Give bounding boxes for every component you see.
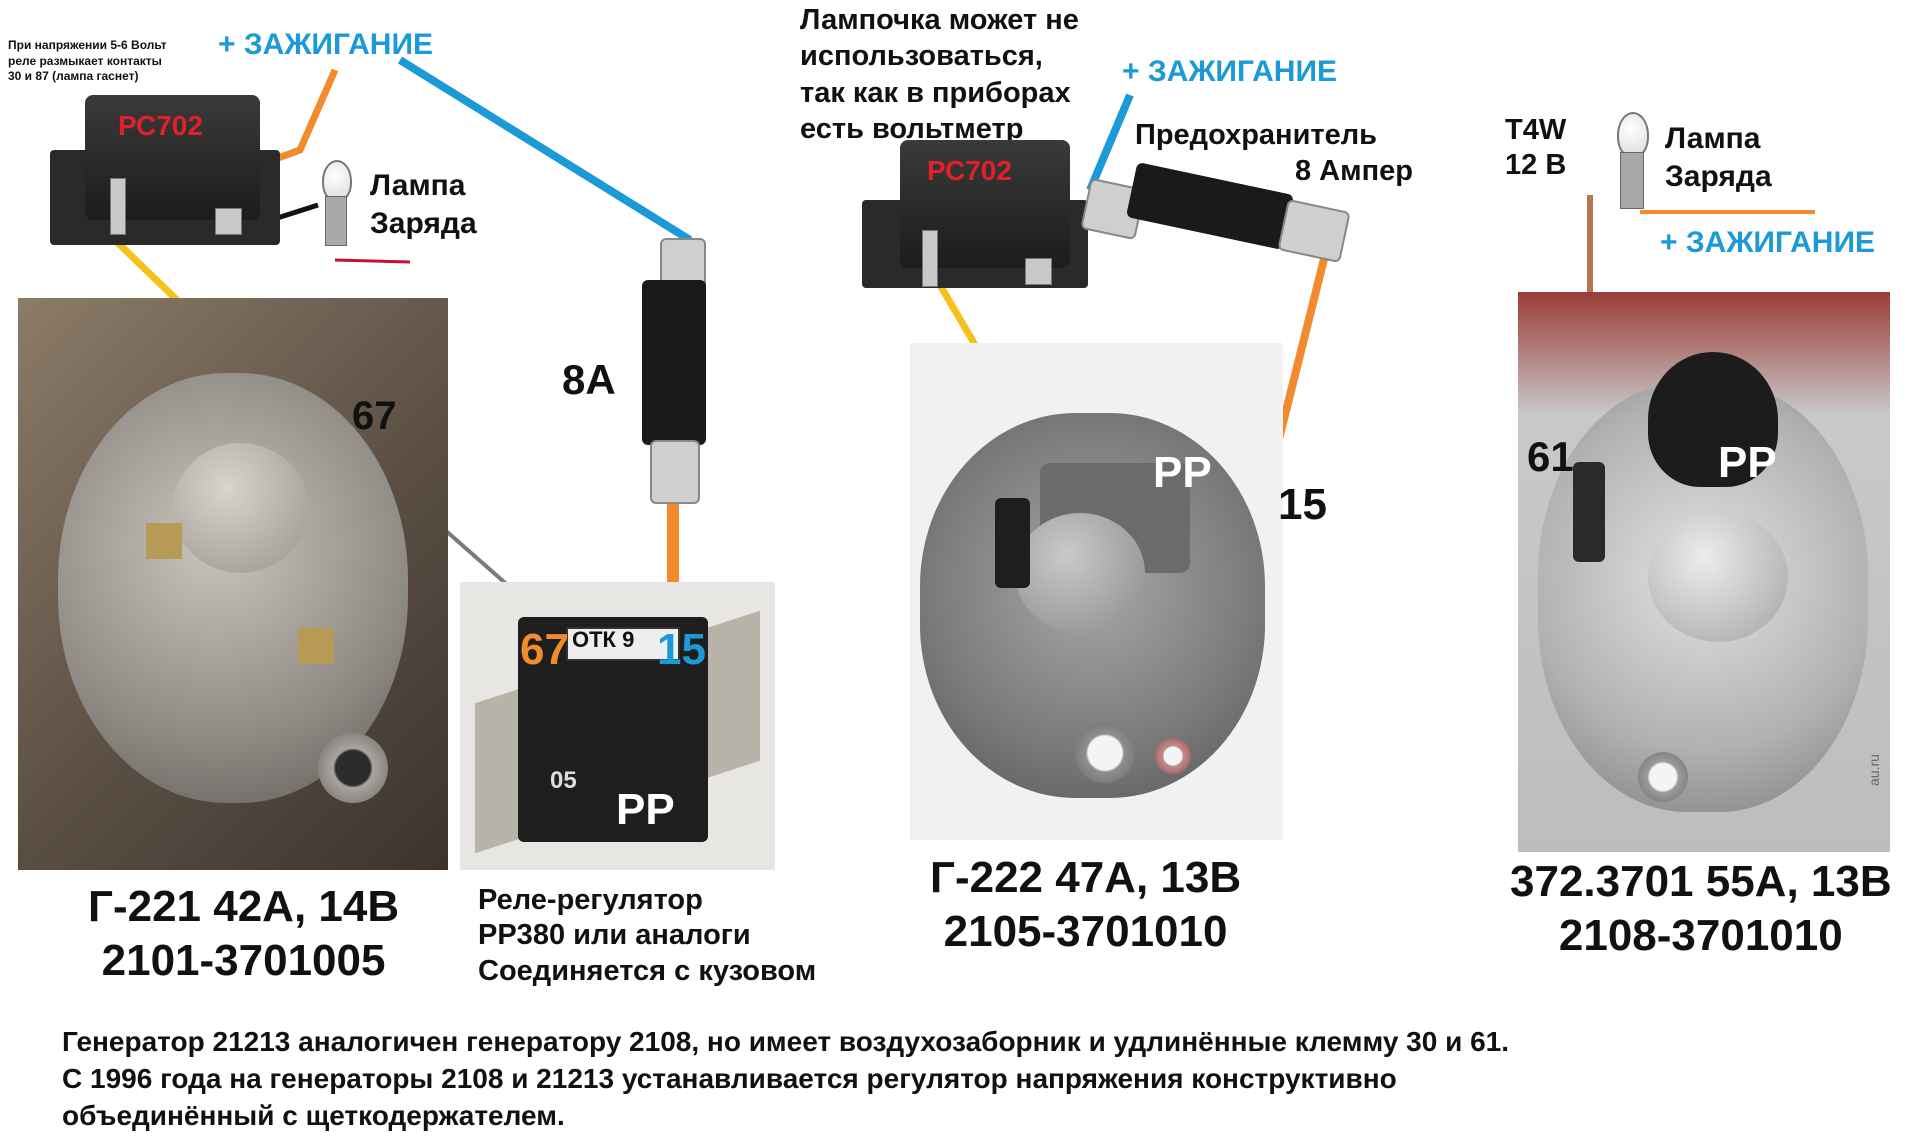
relay-note-line: При напряжении 5-6 Вольт [8, 38, 167, 52]
bulb-spec-line: 12 В [1505, 148, 1567, 181]
generator-g221-photo [18, 298, 448, 870]
fuse-8amp-line: Предохранитель [1135, 119, 1377, 151]
regulator-caption-line: РР380 или аналоги [478, 919, 751, 952]
gen2-caption-line: 2105-3701010 [943, 907, 1228, 957]
ignition-wire-left [397, 56, 693, 244]
connector-block [995, 498, 1030, 588]
connector-block [1573, 462, 1605, 562]
lamp-ground-wire [334, 258, 411, 264]
footer-notes: Генератор 21213 аналогичен генератору 21… [62, 1023, 1509, 1135]
terminal-15-label-rr: 15 [657, 625, 706, 674]
charge-lamp-label-right: Лампа Заряда [1665, 120, 1772, 195]
regulator-caption-line: Соединяется с кузовом [478, 954, 817, 987]
gen2-caption: Г-222 47А, 13В 2105-3701010 [930, 851, 1241, 959]
lamp-optional-line: есть вольтметр [800, 112, 1024, 145]
lamp-optional-note: Лампочка может не использоваться, так ка… [800, 2, 1079, 147]
fuse-8amp-label: Предохранитель 8 Ампер [1135, 117, 1413, 190]
otk-stamp-box [566, 627, 680, 661]
charge-lamp-line: Лампа [370, 169, 466, 202]
charge-lamp-line: Заряда [370, 206, 477, 240]
footer-note-line: С 1996 года на генераторы 2108 и 21213 у… [62, 1063, 1397, 1095]
generator-cap [1648, 512, 1788, 642]
relay-model-left: РС702 [118, 110, 203, 141]
lamp-optional-line: так как в приборах [800, 76, 1071, 109]
generator-cap [173, 443, 308, 573]
bulb-base [1620, 152, 1644, 209]
regulator-label-right: РР [1718, 438, 1777, 487]
generator-mount-hole [318, 733, 388, 803]
relay-terminal [1025, 258, 1052, 285]
fuse-8amp-line: 8 Ампер [1295, 155, 1413, 188]
gen3-caption-line: 2108-3701010 [1558, 911, 1843, 961]
watermark: au.ru [1865, 754, 1882, 786]
generator-bolt [298, 628, 334, 664]
regulator-pp380-photo: ОТК 9 05 [460, 582, 775, 870]
gen1-caption-line: Г-221 42А, 14В [88, 882, 400, 931]
regulator-label-left: РР [616, 785, 675, 834]
bulb-spec: T4W 12 В [1505, 113, 1566, 183]
relay-note: При напряжении 5-6 Вольт реле размыкает … [8, 38, 167, 85]
generator-g222-photo [910, 343, 1283, 840]
integrated-regulator [1648, 352, 1778, 487]
ignition-wire-middle [1086, 93, 1134, 192]
generator-cap [1015, 513, 1145, 633]
fuse-8a-label: 8А [562, 356, 616, 403]
terminal-67-label-rr: 67 [520, 625, 569, 674]
bulb-base [325, 196, 347, 246]
lamp-optional-line: использоваться, [800, 40, 1043, 73]
terminal-67-label-gen: 67 [352, 394, 397, 438]
generator-bushing [1155, 738, 1191, 774]
charge-lamp-line: Лампа [1665, 122, 1761, 155]
footer-note-line: Генератор 21213 аналогичен генератору 21… [62, 1026, 1510, 1057]
relay-terminal [215, 208, 242, 235]
regulator-caption: Реле-регулятор РР380 или аналоги Соединя… [478, 883, 816, 989]
relay-note-line: 30 и 87 (лампа гаснет) [8, 69, 139, 84]
generator-mount-hole [1075, 723, 1135, 783]
lamp-optional-line: Лампочка может не [800, 4, 1079, 36]
charge-lamp-line: Заряда [1665, 159, 1772, 193]
gen2-caption-line: Г-222 47А, 13В [930, 853, 1242, 902]
ignition-label-middle: + ЗАЖИГАНИЕ [1122, 55, 1338, 88]
regulator-stamp: 05 [550, 767, 577, 794]
ignition-label-right: + ЗАЖИГАНИЕ [1660, 226, 1876, 259]
fuse-cap [650, 440, 700, 504]
terminal-61-label: 61 [1527, 433, 1574, 480]
terminal-15-label-gen: 15 [1278, 480, 1327, 529]
charge-bulb-icon [1617, 112, 1649, 158]
fuse-body [642, 280, 706, 445]
gen3-caption: 372.3701 55А, 13В 2108-3701010 [1510, 855, 1892, 963]
relay-terminal [110, 178, 126, 235]
ignition-label-left: + ЗАЖИГАНИЕ [218, 28, 434, 61]
generator-bolt [146, 523, 182, 559]
relay-terminal [922, 230, 938, 287]
gen1-caption: Г-221 42А, 14В 2101-3701005 [88, 880, 399, 988]
regulator-label-middle: РР [1153, 448, 1212, 497]
bulb-spec-line: T4W [1505, 114, 1567, 146]
generator-mount-hole [1638, 752, 1688, 802]
relay-note-line: реле размыкает контакты [8, 53, 162, 68]
gen3-caption-line: 372.3701 55А, 13В [1510, 857, 1892, 906]
footer-note-line: объединённый с щеткодержателем. [62, 1100, 565, 1132]
charge-lamp-label-left: Лампа Заряда [370, 167, 477, 242]
gen1-caption-line: 2101-3701005 [101, 936, 386, 986]
generator-372-photo: au.ru [1518, 292, 1890, 852]
regulator-caption-line: Реле-регулятор [478, 884, 703, 916]
otk-stamp: ОТК 9 [572, 627, 635, 652]
relay-model-middle: РС702 [927, 155, 1012, 186]
